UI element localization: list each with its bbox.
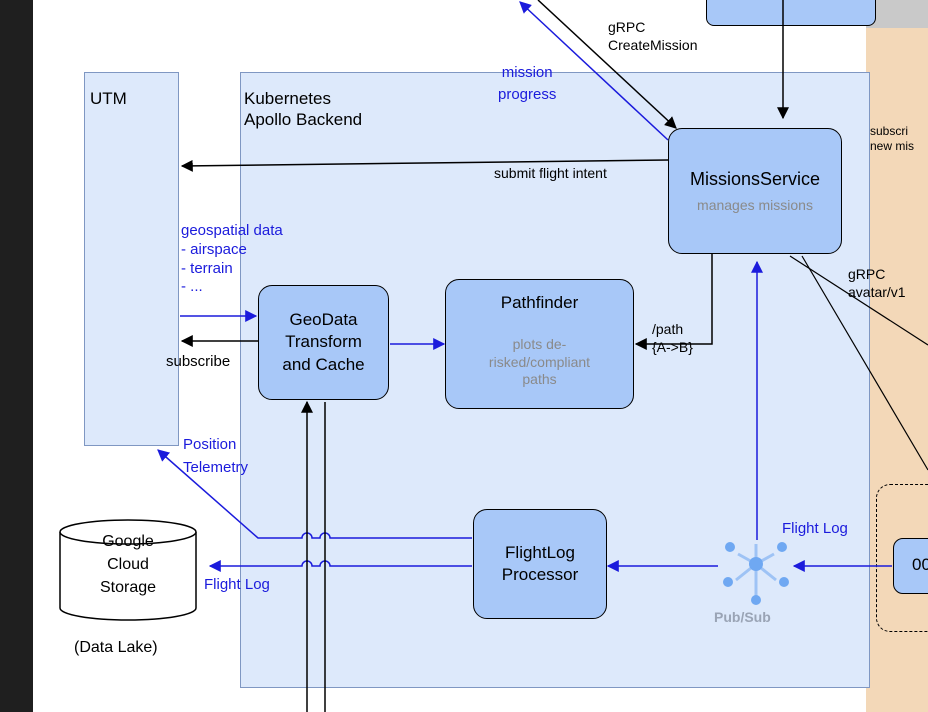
edge-path [634,254,713,350]
edge-create-mission [537,0,677,129]
label-position-telemetry: Position Telemetry [183,436,249,476]
gcs-cylinder [59,519,197,621]
pathfinder-subtitle: plots de- risked/compliant paths [488,336,591,388]
gcs-caption: (Data Lake) [74,639,158,656]
right-partial-node-label: 00 [912,555,928,574]
left-dark-strip [0,0,33,712]
right-partial-node: 00 [893,538,928,594]
label-geospatial-data: geospatial data - airspace - terrain - .… [181,222,283,296]
geodata-title: GeoData Transform and Cache [282,310,365,374]
label-grpc-create-mission: gRPC CreateMission [608,19,698,53]
kubernetes-group-label: Kubernetes Apollo Backend [244,89,363,130]
edge-grpc-avatar [789,255,928,346]
geodata-node[interactable]: GeoData Transform and Cache [258,285,389,400]
flightlog-processor-title: FlightLog Processor [501,542,579,584]
missions-service-node[interactable]: MissionsService manages missions [668,128,842,254]
top-partial-box [706,0,876,26]
label-grpc-avatar: gRPC avatar/v1 [848,266,906,300]
label-subscribe-new-missions: subscri new mis [870,124,915,153]
pubsub-icon [723,542,789,605]
right-dashed-group [876,484,928,632]
label-flight-log-right: Flight Log [782,520,848,537]
missions-service-title: MissionsService [689,168,821,189]
right-panel-gray-top [866,0,928,28]
missions-service-subtitle: manages missions [697,196,813,213]
utm-label: UTM [90,89,127,108]
edge-flightlog-gcs [208,560,472,572]
label-flight-log-gcs: Flight Log [204,576,270,593]
edge-submit-flight-intent [180,159,669,172]
edge-position-telemetry [157,449,472,539]
gcs-label: Google Cloud Storage [99,533,157,597]
label-path: /path {A->B} [652,321,693,355]
label-submit-flight-intent: submit flight intent [494,165,607,183]
pubsub-label: Pub/Sub [714,609,771,625]
pathfinder-node[interactable]: Pathfinder plots de- risked/compliant pa… [445,279,634,409]
utm-box [84,72,179,446]
pathfinder-title: Pathfinder [500,293,579,312]
flightlog-processor-node[interactable]: FlightLog Processor [473,509,607,619]
label-subscribe: subscribe [166,353,231,370]
edge-mission-progress [519,1,669,141]
edge-grpc-avatar-2 [801,255,928,471]
label-mission-progress: mission progress [498,64,557,103]
